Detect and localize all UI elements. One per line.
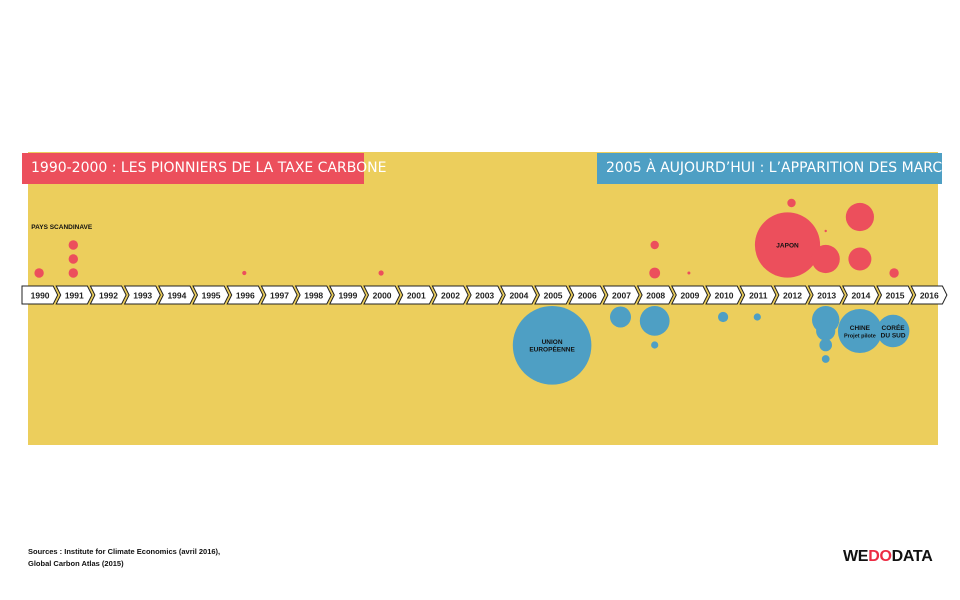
- year-arrow: [876, 285, 914, 305]
- year-arrow: [636, 285, 674, 305]
- bubble-label: CHINE: [850, 325, 871, 332]
- year-label: 1990: [31, 291, 50, 301]
- year-arrow: [773, 285, 811, 305]
- year-label: 1992: [99, 291, 118, 301]
- bubble: [68, 268, 79, 278]
- year-label: 1999: [338, 291, 357, 301]
- year-label: 1993: [133, 291, 152, 301]
- bubble: [610, 306, 631, 328]
- bubble: [649, 267, 661, 279]
- bubble: [687, 271, 691, 275]
- year-arrow: [363, 285, 401, 305]
- year-arrow: [21, 285, 59, 305]
- bubble: [889, 268, 899, 278]
- year-label: 2003: [475, 291, 494, 301]
- year-arrow: [670, 285, 709, 305]
- year-label: 1995: [202, 291, 221, 301]
- year-arrow: [568, 285, 606, 305]
- year-label: 2012: [783, 291, 802, 301]
- year-label: 2010: [715, 291, 734, 301]
- year-label: 1998: [304, 291, 323, 301]
- bubble: [68, 254, 79, 264]
- year-label: 2006: [578, 291, 597, 301]
- bubble-label: UNION: [542, 339, 563, 346]
- year-label: 2015: [886, 291, 905, 301]
- bubble-label: CORÉE: [882, 323, 906, 332]
- bubble: [845, 202, 875, 232]
- year-label: 2002: [441, 291, 460, 301]
- year-label: 2004: [509, 291, 528, 301]
- year-arrow: [157, 285, 196, 305]
- bubble-label: DU SUD: [881, 332, 906, 339]
- bubble: [378, 270, 384, 276]
- year-arrow: [226, 285, 264, 305]
- year-arrow: [807, 285, 845, 305]
- logo-part-data: DATA: [891, 548, 933, 565]
- year-arrow: [431, 285, 469, 305]
- year-arrow: [602, 285, 640, 305]
- year-label: 1994: [167, 291, 186, 301]
- year-label: 2016: [920, 291, 939, 301]
- year-label: 2008: [646, 291, 665, 301]
- bubble: [639, 306, 670, 336]
- bubble: [754, 212, 821, 278]
- bubble: [876, 314, 910, 348]
- banner-pioneers: 1990-2000 : LES PIONNIERS DE LA TAXE CAR…: [22, 153, 386, 184]
- year-arrow: [89, 285, 127, 305]
- year-arrow: [123, 285, 161, 305]
- year-label: 2014: [851, 291, 870, 301]
- year-label: 1996: [236, 291, 255, 301]
- bubble: [68, 240, 79, 250]
- sources-line-2: Global Carbon Atlas (2015): [28, 559, 124, 568]
- year-label: 2011: [749, 291, 768, 301]
- year-arrow: [192, 285, 230, 305]
- year-arrow: [465, 285, 503, 305]
- bubble: [718, 311, 729, 323]
- bubble: [242, 270, 247, 276]
- bubble: [824, 229, 827, 233]
- bubble: [34, 268, 44, 278]
- year-arrow: [910, 285, 948, 305]
- bubble: [651, 341, 659, 349]
- bubble: [512, 306, 592, 385]
- bubble-label: EUROPÉENNE: [529, 345, 575, 354]
- bubble: [787, 198, 796, 208]
- bubble: [753, 313, 761, 321]
- annotation-scandinavia: PAYS SCANDINAVE: [31, 224, 93, 231]
- year-arrow: [705, 285, 743, 305]
- bubble: [811, 244, 840, 274]
- wedodata-logo: WEDODATA: [843, 548, 933, 566]
- year-arrow: [534, 285, 572, 305]
- year-label: 1991: [65, 291, 84, 301]
- logo-part-we: WE: [843, 548, 869, 565]
- year-arrow: [841, 285, 880, 305]
- year-arrow: [397, 285, 435, 305]
- year-label: 2005: [544, 291, 563, 301]
- year-arrow: [55, 285, 93, 305]
- bubble: [816, 321, 836, 341]
- sources-line-1: Sources : Institute for Climate Economic…: [28, 547, 221, 556]
- bubble: [848, 247, 872, 271]
- year-arrow: [739, 285, 777, 305]
- year-label: 2009: [680, 291, 699, 301]
- year-label: 2001: [407, 291, 426, 301]
- year-label: 2007: [612, 291, 631, 301]
- year-arrow: [499, 285, 538, 305]
- year-arrow: [328, 285, 367, 305]
- year-arrow: [260, 285, 298, 305]
- year-label: 2013: [817, 291, 836, 301]
- bubble: [650, 240, 659, 250]
- year-label: 1997: [270, 291, 289, 301]
- bubble-label: JAPON: [776, 243, 799, 250]
- bubble-label: Projet pilote: [844, 333, 876, 339]
- logo-part-do: DO: [868, 548, 892, 565]
- sources-note: Sources : Institute for Climate Economic…: [28, 546, 220, 570]
- bubble: [821, 355, 830, 363]
- banner-markets: 2005 À AUJOURD’HUI : L’APPARITION DES MA…: [597, 153, 960, 184]
- year-arrow: [294, 285, 332, 305]
- bubble: [837, 309, 882, 353]
- bubble: [819, 338, 832, 352]
- year-label: 2000: [373, 291, 392, 301]
